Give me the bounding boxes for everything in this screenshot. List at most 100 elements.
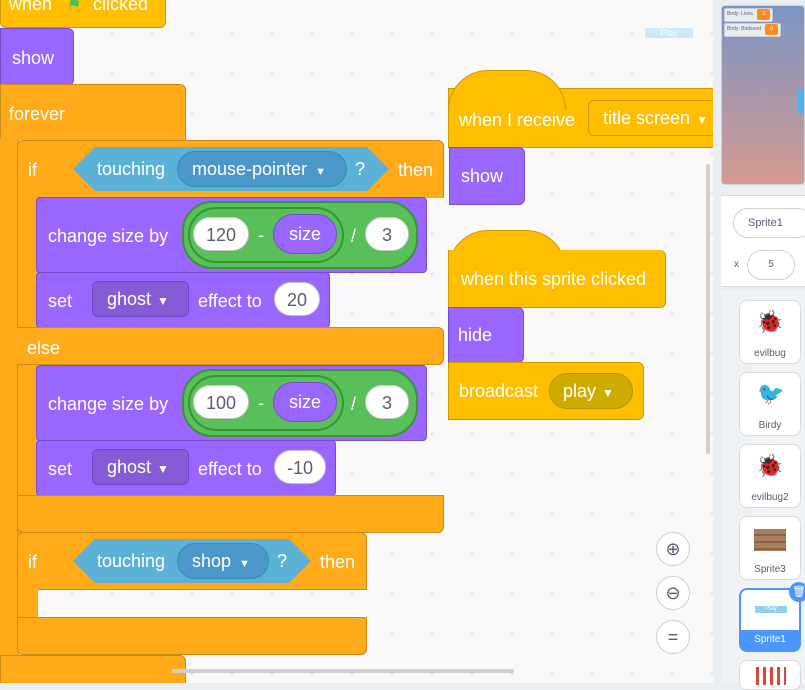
set-label: set [48,459,73,479]
green-flag-icon: ⚑ [67,0,82,14]
touching-target-value: mouse-pointer [192,159,308,179]
broadcast-block[interactable]: broadcast [448,362,644,420]
sprite-card-name: Sprite3 [754,564,786,575]
effect-value-input[interactable]: 20 [274,282,320,316]
sprite-list: 🐞 evilbug 🐦 Birdy 🐞 evilbug2 Sprite3 Pla… [721,290,805,690]
size-reporter[interactable]: size [273,214,337,254]
zoom-reset-icon: = [667,627,679,647]
sprite-card-name: evilbug [754,348,786,359]
when-i-receive-label: when I receive [459,110,576,130]
forever-bottom [0,655,186,683]
chevron-down-icon: ▼ [315,166,326,178]
broadcast-message-value: play [563,381,597,401]
minus-sign: - [258,393,264,413]
touching-target-dropdown[interactable]: shop ▼ [177,543,269,579]
touching-label: touching [97,159,166,179]
zoom-out-icon: ⊖ [665,583,681,603]
effect-dropdown[interactable]: ghost ▼ [92,449,189,485]
sprite-card-name: evilbug2 [751,492,789,503]
effect-to-label: effect to [198,291,262,311]
show-block[interactable]: show [0,28,74,86]
zoom-out-button[interactable]: ⊖ [656,576,690,610]
if-arm [17,197,38,533]
sprite-card-evilbug[interactable]: 🐞 evilbug [739,300,801,364]
then-label: then [320,552,356,572]
sprite-name-field[interactable]: Sprite1 [733,208,805,238]
zoom-reset-button[interactable]: = [656,620,690,654]
forever-label: forever [9,104,66,124]
set-label: set [48,291,73,311]
trash-icon: 🗑 [792,586,805,598]
sprite-card-partial[interactable] [739,660,801,690]
chevron-down-icon: ▼ [696,113,708,127]
effect-value: ghost [107,457,152,477]
sprite-card-sprite3[interactable]: Sprite3 [739,516,801,580]
touching-target-dropdown[interactable]: mouse-pointer ▼ [177,151,347,187]
sprite-card-sprite1-selected[interactable]: Play Sprite1 [739,588,801,652]
minus-operator[interactable] [188,375,344,431]
effect-value-input[interactable]: -10 [274,450,326,484]
change-size-label: change size by [48,226,169,246]
monitor-value: 0 [765,24,779,35]
touching-label: touching [97,551,166,571]
monitor-label: Birdy: Birdseed [727,26,761,32]
number-input[interactable]: 120 [193,217,249,251]
divide-sign: / [351,394,357,414]
chevron-down-icon: ▼ [239,558,250,570]
number-input[interactable]: 100 [193,385,249,419]
forever-block[interactable]: forever [0,84,186,140]
variable-monitor: Birdy: Birdseed 0 [724,23,782,37]
message-dropdown[interactable]: title screen ▼ [588,100,713,136]
variable-monitor: Birdy: Lives 3 [724,8,774,22]
evilbug-icon: 🐞 [756,453,784,478]
minus-operator[interactable] [188,207,344,263]
bird-icon: 🐦 [757,381,785,406]
when-sprite-clicked-label: when this sprite clicked [461,269,647,289]
show-block[interactable]: show [449,147,525,205]
if-label: if [28,160,37,180]
delete-sprite-button[interactable]: 🗑 [789,582,805,602]
evilbug-icon: 🐞 [756,309,784,334]
minus-sign: - [258,225,264,245]
vertical-scrollbar[interactable] [706,164,710,454]
chevron-down-icon: ▼ [157,294,169,308]
effect-to-label: effect to [198,459,262,479]
zoom-in-button[interactable]: ⊕ [656,532,690,566]
if-label: if [28,552,37,572]
hat-cap [448,70,566,110]
hat-label-2: clicked [93,0,149,14]
chevron-down-icon: ▼ [157,462,169,476]
if-bottom [17,617,367,655]
sprite-card-birdy[interactable]: 🐦 Birdy [739,372,801,436]
sprite-info-panel: Sprite1 x 5 [721,195,805,287]
touching-target-value: shop [192,551,232,571]
else-label: else [27,338,61,358]
sprite-card-name: Birdy [758,420,782,431]
chevron-down-icon: ▼ [602,386,614,400]
when-sprite-clicked-block[interactable]: when this sprite clicked [448,250,666,308]
then-label: then [398,160,434,180]
message-value: title screen [603,108,691,128]
play-thumb-label: Play [755,606,787,613]
question-label: ? [355,159,366,179]
broadcast-message-dropdown[interactable]: play ▼ [549,373,633,409]
if-arm [17,589,38,619]
divide-sign: / [351,226,357,246]
stage[interactable]: Birdy: Lives 3 Birdy: Birdseed 0 [721,5,805,185]
stage-sprite [798,90,804,114]
number-input[interactable]: 3 [365,385,409,419]
horizontal-scrollbar[interactable] [172,669,514,673]
wooden-plank-icon [754,529,786,551]
hat-label: when [9,0,53,14]
hide-label: hide [458,325,493,345]
sprite-card-evilbug2[interactable]: 🐞 evilbug2 [739,444,801,508]
size-reporter[interactable]: size [273,382,337,422]
zoom-in-icon: ⊕ [665,539,681,559]
hide-block[interactable]: hide [448,307,524,363]
number-input[interactable]: 3 [365,217,409,251]
effect-dropdown[interactable]: ghost▼ [92,281,189,317]
show-label: show [461,166,504,186]
x-input[interactable]: 5 [747,250,795,280]
code-workspace[interactable]: Play when ⚑ clicked show forever if then… [0,0,713,683]
when-flag-clicked-block[interactable]: when ⚑ clicked [0,0,166,28]
